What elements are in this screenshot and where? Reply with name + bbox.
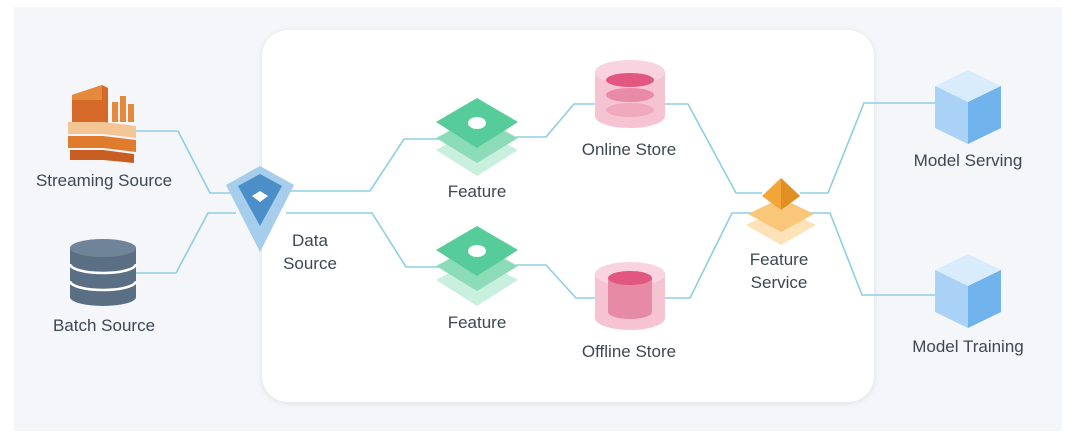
batch-source-label: Batch Source <box>52 316 156 335</box>
database-icon <box>68 239 138 306</box>
data-source-label-line1: Data <box>292 231 328 250</box>
stacked-layers-icon-bottom <box>436 226 518 306</box>
connector-batch-to-datasource <box>136 212 236 274</box>
diamond-layer-icon <box>226 166 294 252</box>
cylinder-database-icon-online <box>595 60 665 128</box>
connector-datasource-to-feature-top <box>286 138 440 192</box>
connector-service-to-training <box>800 212 935 296</box>
model-serving-label: Model Serving <box>913 151 1023 170</box>
feature-service-label-line2: Service <box>750 273 808 292</box>
pyramid-icon <box>746 178 816 245</box>
connector-streaming-to-datasource <box>136 130 236 194</box>
connector-service-to-serving <box>800 102 935 194</box>
feature-service-label-line1: Feature <box>749 250 809 269</box>
model-training-label: Model Training <box>912 337 1024 356</box>
cylinder-database-icon-offline <box>595 262 665 330</box>
online-store-label: Online Store <box>581 140 677 159</box>
aws-kinesis-icon <box>68 85 136 163</box>
stacked-layers-icon-top <box>436 98 518 176</box>
connector-online-to-service <box>662 103 762 194</box>
connector-offline-to-service <box>662 212 762 299</box>
offline-store-label: Offline Store <box>581 342 677 361</box>
streaming-source-label: Streaming Source <box>35 171 173 190</box>
feature-top-label: Feature <box>447 182 507 201</box>
data-source-label-line2: Source <box>283 254 337 273</box>
connector-datasource-to-feature-bottom <box>286 212 440 268</box>
connector-feature-bottom-to-offline <box>516 264 608 299</box>
cube-icon-serving <box>935 70 1001 144</box>
cube-icon-training <box>935 254 1001 328</box>
connectors <box>136 102 935 299</box>
connector-feature-top-to-online <box>516 103 608 138</box>
feature-bottom-label: Feature <box>447 313 507 332</box>
